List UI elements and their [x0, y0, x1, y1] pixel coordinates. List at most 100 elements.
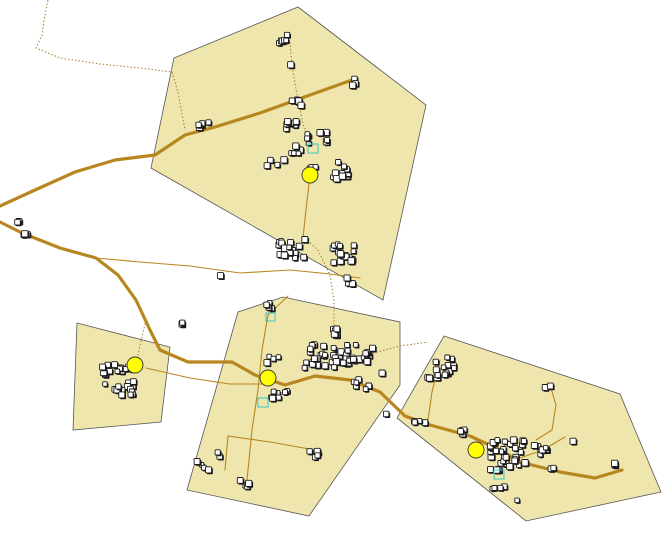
building-marker: [269, 394, 277, 403]
zone-west[interactable]: [72, 322, 171, 431]
building-marker: [288, 97, 297, 105]
building-marker: [263, 301, 271, 309]
building-marker: [284, 117, 292, 126]
building-marker: [330, 344, 338, 352]
highlight-central-a: [265, 312, 276, 322]
building-marker: [282, 389, 289, 396]
building-marker: [569, 437, 578, 446]
building-marker: [611, 459, 620, 468]
building-marker: [330, 259, 338, 267]
building-marker: [286, 244, 293, 251]
building-marker: [352, 342, 360, 349]
building-marker: [304, 135, 311, 143]
building-marker: [130, 378, 138, 386]
building-marker: [338, 172, 347, 181]
highlight-east: [493, 469, 505, 480]
building-marker: [336, 250, 345, 259]
building-marker: [444, 354, 451, 362]
minor-road-cross: [95, 257, 361, 279]
footpath-north-spine: [289, 41, 311, 141]
center-north[interactable]: [301, 166, 319, 184]
highlight-layer: [257, 143, 505, 480]
center-west[interactable]: [126, 356, 144, 374]
building-marker: [546, 382, 555, 391]
zone-east[interactable]: [396, 335, 662, 522]
building-marker: [432, 358, 440, 366]
building-marker: [284, 31, 291, 39]
building-marker: [292, 118, 301, 126]
building-marker: [275, 354, 283, 361]
building-marker: [347, 257, 356, 266]
building-marker: [195, 121, 203, 129]
building-marker: [425, 374, 434, 383]
building-marker: [341, 163, 348, 171]
minor-road-east-branch: [535, 384, 557, 441]
building-marker: [295, 150, 302, 157]
building-marker: [497, 484, 505, 492]
building-marker: [301, 364, 309, 372]
building-marker: [114, 368, 121, 375]
building-marker: [316, 129, 325, 138]
building-marker: [350, 248, 358, 255]
building-marker: [205, 466, 213, 475]
minor-road-west-link: [145, 367, 263, 385]
building-marker: [303, 359, 311, 367]
building-marker: [321, 362, 330, 371]
building-marker: [205, 119, 213, 127]
building-marker: [530, 441, 539, 450]
building-marker: [514, 497, 521, 504]
building-marker: [517, 448, 525, 456]
building-marker: [378, 369, 387, 378]
building-marker: [331, 364, 338, 372]
building-marker: [344, 347, 352, 355]
building-marker: [297, 101, 306, 110]
building-marker: [309, 360, 317, 369]
building-marker: [193, 458, 202, 466]
building-marker: [292, 255, 299, 262]
building-marker: [118, 391, 127, 400]
main-road: [0, 78, 354, 208]
building-marker: [314, 452, 322, 460]
building-marker: [311, 355, 319, 363]
building-marker: [270, 388, 278, 396]
building-marker: [349, 81, 358, 90]
building-marker: [340, 359, 348, 367]
building-marker: [350, 242, 358, 250]
building-marker: [245, 479, 254, 488]
building-marker: [322, 352, 329, 359]
building-marker: [115, 383, 123, 391]
center-central[interactable]: [259, 369, 277, 387]
building-marker: [550, 464, 558, 472]
building-marker: [99, 363, 107, 372]
building-marker: [292, 142, 301, 151]
building-marker: [287, 61, 296, 70]
building-marker: [457, 427, 465, 436]
building-marker: [487, 466, 495, 474]
building-marker: [280, 251, 289, 260]
building-marker: [509, 436, 519, 445]
building-marker: [369, 344, 377, 353]
building-marker: [323, 137, 331, 144]
building-marker: [335, 159, 343, 167]
building-marker: [179, 319, 187, 327]
building-marker: [362, 350, 370, 358]
building-marker: [333, 325, 341, 334]
center-east[interactable]: [467, 441, 485, 459]
building-marker: [494, 437, 501, 444]
building-marker: [21, 230, 30, 239]
building-marker: [502, 453, 511, 462]
building-marker: [127, 391, 135, 399]
building-marker: [263, 162, 272, 170]
building-marker: [236, 477, 245, 485]
building-marker: [14, 218, 22, 227]
building-marker: [295, 242, 304, 251]
building-marker: [320, 342, 328, 351]
minor-road-north-link: [302, 174, 311, 239]
building-marker: [491, 485, 499, 492]
building-marker: [363, 358, 372, 366]
building-marker: [350, 355, 358, 364]
building-marker: [336, 242, 344, 250]
building-marker: [267, 156, 275, 165]
building-marker: [307, 345, 315, 353]
